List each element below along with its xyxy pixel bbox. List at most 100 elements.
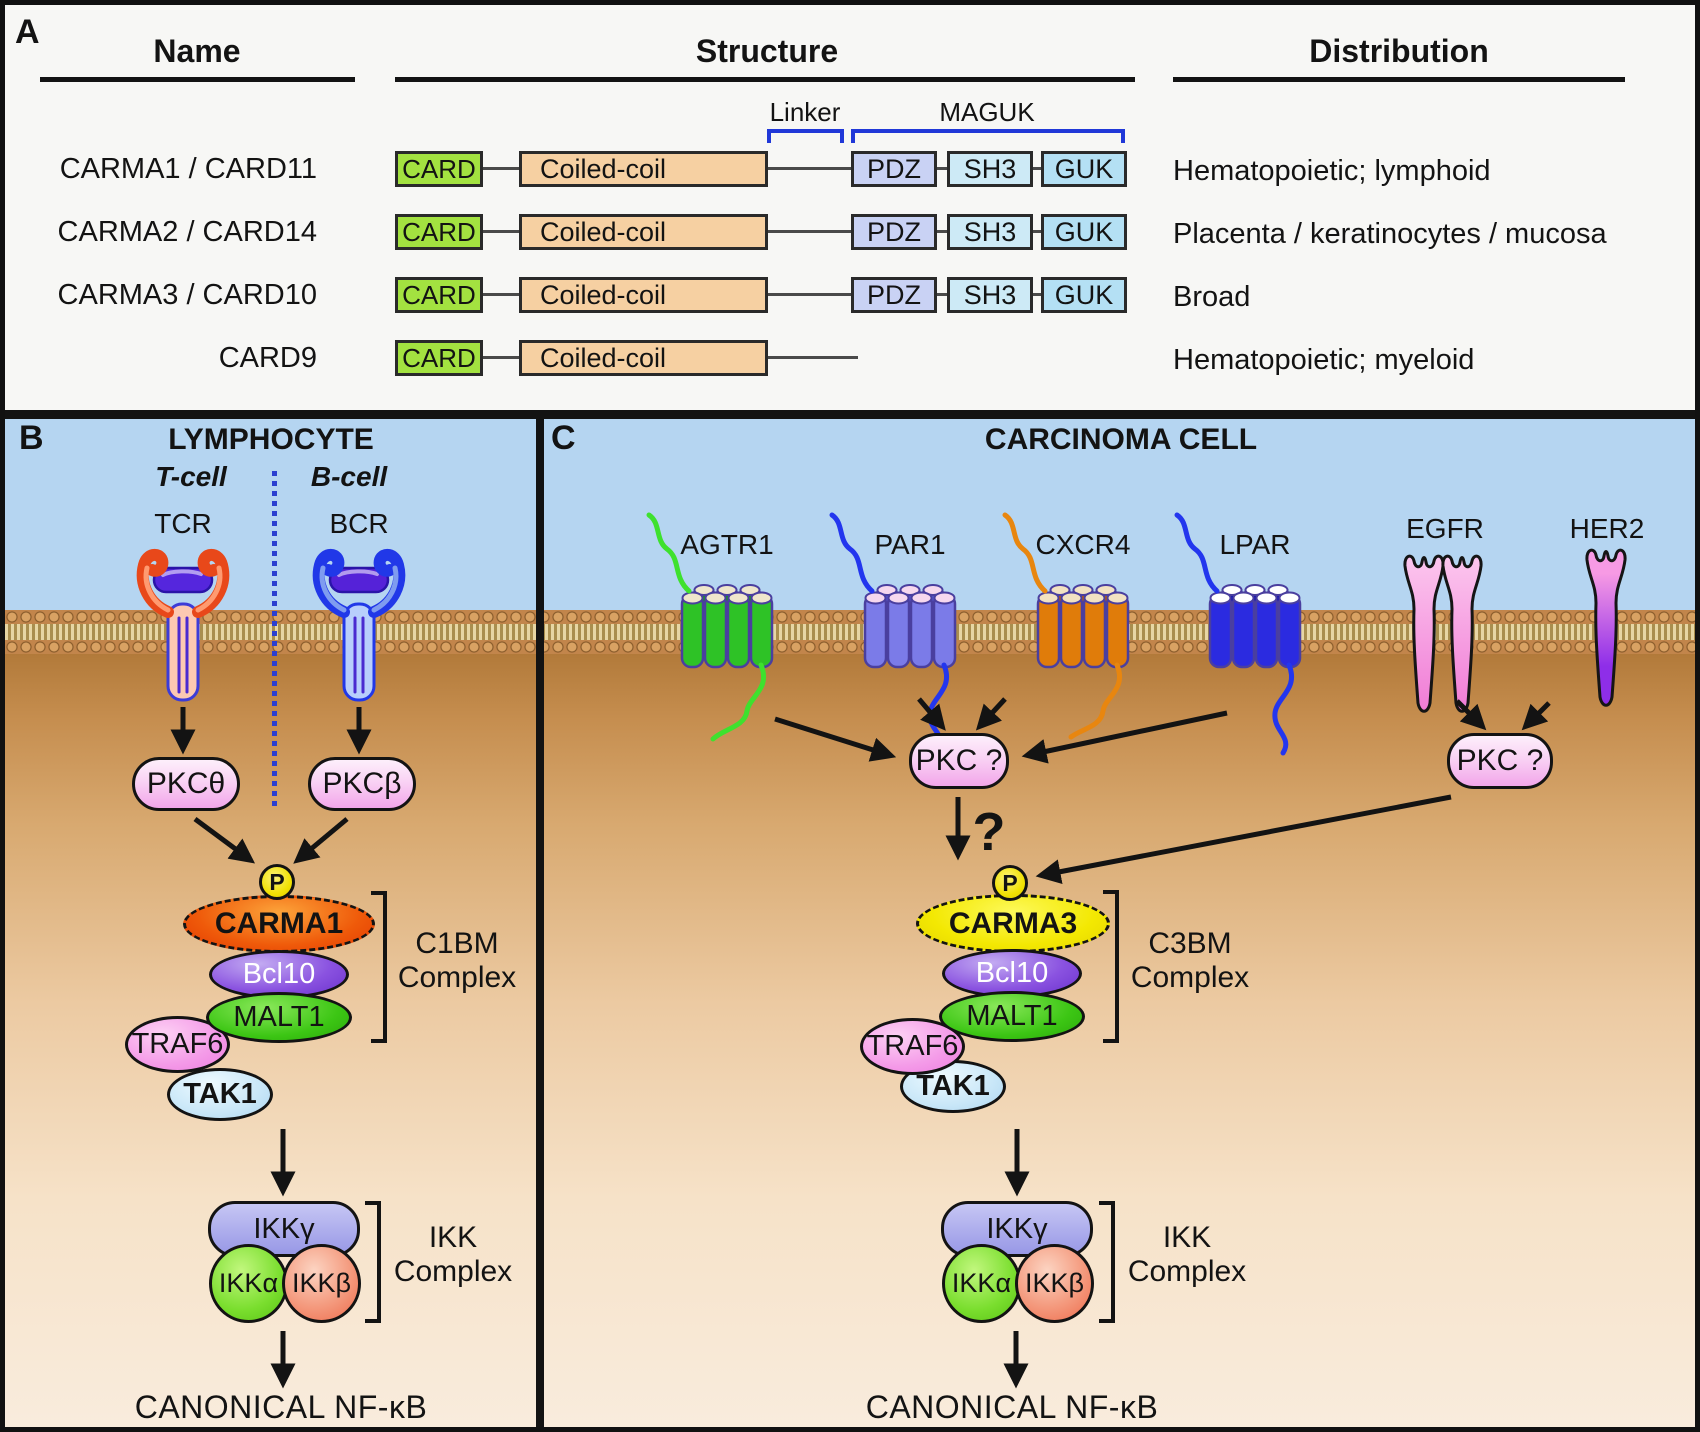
bcr-label: BCR bbox=[329, 508, 389, 539]
agtr1-label: AGTR1 bbox=[680, 529, 774, 560]
domain-connector bbox=[483, 230, 519, 233]
card-domain: CARD bbox=[395, 340, 483, 376]
distribution-header-underline bbox=[1173, 77, 1625, 82]
protein-name: CARD9 bbox=[218, 342, 317, 374]
her2-label: HER2 bbox=[1569, 513, 1645, 544]
ikk-bracket bbox=[1099, 1201, 1115, 1323]
egfr-to-pkc-arrow bbox=[1455, 699, 1487, 731]
pdz-domain: PDZ bbox=[851, 277, 937, 313]
pkc-theta-node: PKCθ bbox=[132, 757, 240, 811]
guk-domain: GUK bbox=[1041, 277, 1127, 313]
c3bm-label-line2: Complex bbox=[1130, 961, 1250, 994]
rtk-pkc-to-carma3-arrow bbox=[1035, 794, 1452, 884]
distribution-value: Hematopoietic; myeloid bbox=[1173, 344, 1475, 376]
ikk-alpha-node: IKKα bbox=[209, 1244, 288, 1323]
domain-connector bbox=[1033, 293, 1041, 296]
panel-c-title: CARCINOMA CELL bbox=[984, 423, 1258, 456]
ikk-alpha-node: IKKα bbox=[942, 1244, 1021, 1323]
agtr1-to-pkc-arrow bbox=[774, 716, 897, 762]
tcr-label: TCR bbox=[154, 508, 212, 539]
domain-connector bbox=[483, 356, 519, 359]
cxcr4-receptor bbox=[1036, 583, 1130, 669]
maguk-bracket bbox=[851, 129, 1125, 143]
pkc-gpcr-node: PKC ? bbox=[909, 733, 1009, 789]
ikk-label-line2: Complex bbox=[393, 1255, 513, 1288]
par1-n-terminus bbox=[829, 512, 875, 594]
egfr-receptor bbox=[1403, 554, 1445, 713]
canonical-nfkb-label: CANONICAL NF-κB bbox=[134, 1389, 428, 1425]
c1bm-label-line2: Complex bbox=[397, 961, 517, 994]
b-cell-label: B-cell bbox=[310, 461, 388, 492]
distribution-value: Placenta / keratinocytes / mucosa bbox=[1173, 218, 1607, 250]
canonical-nfkb-label: CANONICAL NF-κB bbox=[865, 1389, 1159, 1425]
tak1-node: TAK1 bbox=[167, 1068, 273, 1121]
bcr-receptor bbox=[319, 555, 400, 700]
lpar-to-pkc-arrow bbox=[1021, 710, 1228, 764]
domain-connector bbox=[1033, 167, 1041, 170]
domain-connector bbox=[768, 230, 851, 233]
lpar-label: LPAR bbox=[1219, 529, 1291, 560]
panel-c-letter: C bbox=[551, 419, 576, 457]
cxcr4-n-terminus bbox=[1002, 512, 1048, 594]
pdz-domain: PDZ bbox=[851, 151, 937, 187]
domain-connector bbox=[768, 167, 851, 170]
t-cell-label: T-cell bbox=[155, 461, 227, 492]
panel-separator-horizontal bbox=[5, 410, 1695, 419]
cxcr4-label: CXCR4 bbox=[1035, 529, 1131, 560]
structure-header-underline bbox=[395, 77, 1135, 82]
guk-domain: GUK bbox=[1041, 214, 1127, 250]
linker-annotation: Linker bbox=[769, 97, 841, 127]
domain-connector bbox=[937, 230, 947, 233]
protein-name: CARMA3 / CARD10 bbox=[57, 279, 317, 311]
domain-connector bbox=[483, 167, 519, 170]
panel-separator-vertical bbox=[536, 410, 544, 1427]
ikk-bracket bbox=[365, 1201, 381, 1323]
par1-to-pkc-arrow bbox=[917, 697, 946, 731]
coiled-coil-domain: Coiled-coil bbox=[519, 340, 768, 376]
panel-b-title: LYMPHOCYTE bbox=[168, 423, 374, 456]
lpar-receptor bbox=[1208, 583, 1302, 669]
ikk-beta-node: IKKβ bbox=[282, 1244, 361, 1323]
agtr1-c-terminus bbox=[710, 662, 766, 742]
question-mark: ? bbox=[972, 802, 1006, 862]
pkc-rtk-node: PKC ? bbox=[1447, 733, 1553, 789]
bcl10-node: Bcl10 bbox=[942, 949, 1082, 998]
ikk-label-line2: Complex bbox=[1127, 1255, 1247, 1288]
card-domain: CARD bbox=[395, 277, 483, 313]
par1-receptor bbox=[863, 583, 957, 669]
domain-connector bbox=[937, 167, 947, 170]
carma3-node: CARMA3 bbox=[916, 894, 1110, 953]
sh3-domain: SH3 bbox=[947, 277, 1033, 313]
egfr-label: EGFR bbox=[1406, 513, 1484, 544]
domain-connector bbox=[1033, 230, 1041, 233]
ikk-beta-node: IKKβ bbox=[1015, 1244, 1094, 1323]
protein-name: CARMA1 / CARD11 bbox=[59, 153, 317, 185]
sh3-domain: SH3 bbox=[947, 151, 1033, 187]
domain-connector bbox=[937, 293, 947, 296]
pdz-domain: PDZ bbox=[851, 214, 937, 250]
maguk-annotation: MAGUK bbox=[939, 97, 1035, 127]
lpar-c-terminus bbox=[1272, 662, 1294, 756]
her2-receptor bbox=[1585, 548, 1627, 707]
linker-bracket bbox=[767, 129, 844, 143]
domain-connector bbox=[768, 356, 858, 359]
pkcbeta-to-carma1-arrow bbox=[293, 817, 349, 864]
guk-domain: GUK bbox=[1041, 151, 1127, 187]
column-header-structure: Structure bbox=[695, 33, 839, 69]
par1-label: PAR1 bbox=[874, 529, 946, 560]
agtr1-receptor bbox=[680, 583, 774, 669]
c1bm-bracket bbox=[371, 891, 387, 1043]
phospho-badge: P bbox=[992, 865, 1028, 901]
panel-a-letter: A bbox=[15, 13, 40, 51]
malt1-node: MALT1 bbox=[939, 991, 1085, 1042]
column-header-distribution: Distribution bbox=[1309, 33, 1489, 69]
phospho-badge: P bbox=[259, 864, 295, 900]
pkc-beta-node: PKCβ bbox=[308, 757, 416, 811]
tcr-receptor bbox=[143, 555, 224, 700]
coiled-coil-domain: Coiled-coil bbox=[519, 214, 768, 250]
domain-connector bbox=[768, 293, 851, 296]
agtr1-n-terminus bbox=[646, 512, 692, 594]
c3bm-bracket bbox=[1103, 890, 1119, 1043]
card-domain: CARD bbox=[395, 151, 483, 187]
